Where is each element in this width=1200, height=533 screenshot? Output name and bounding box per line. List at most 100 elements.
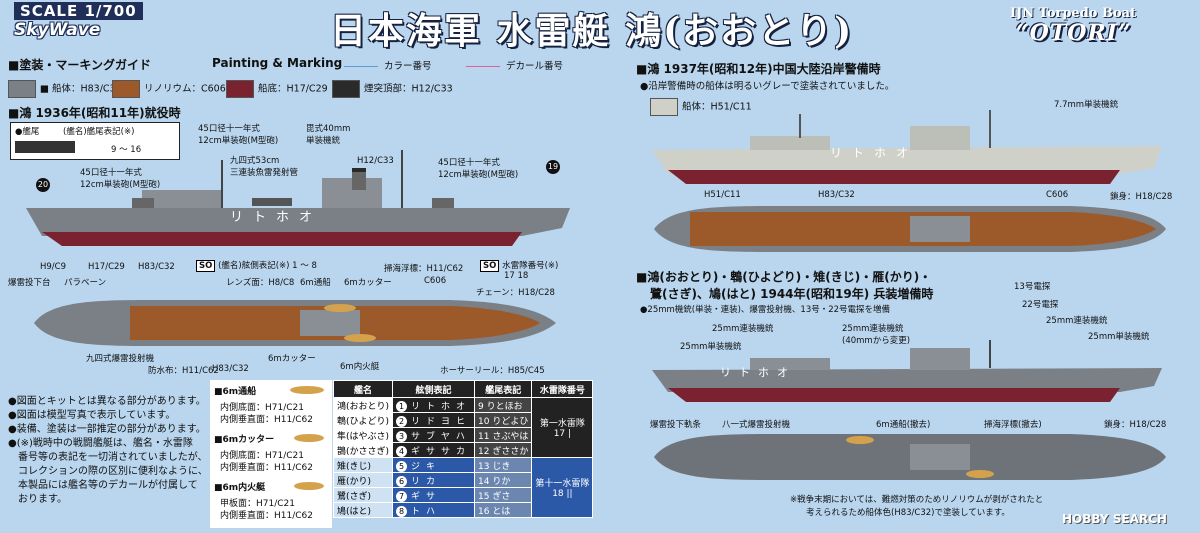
top-callout-chain: チェーン：H18/C28: [476, 288, 555, 298]
th-stern: 艦尾表記: [474, 380, 533, 398]
bridge-top-1936: [300, 310, 360, 336]
topview-1944: [654, 434, 1166, 480]
aft-house-1937: [750, 136, 830, 150]
th-name: 艦名: [332, 380, 394, 398]
top-callout-lens: レンズ面：H8/C8: [226, 278, 295, 288]
callout-25mm-twin-r: 25mm連装機銃: [1046, 316, 1108, 326]
hull-1936: [26, 208, 570, 236]
callout-type81-thrower: 八一式爆雷投射機: [722, 420, 791, 430]
decal-19-marker: 19: [546, 154, 560, 174]
callout-1937-chain: 鎖身：H18/C28: [1110, 192, 1173, 202]
profile-1937: [652, 110, 1162, 184]
bridge-top-1944: [910, 444, 970, 470]
note-5: 番号等の表記を一切消されていましたが、: [8, 452, 208, 463]
legend-decal-number: デカール番号: [466, 58, 563, 72]
callout-gun-fwd: 45口径十一年式 12cm単装砲(M型砲): [80, 168, 161, 190]
callout-1944-chain: 鎖身：H18/C28: [1104, 420, 1167, 430]
callout-13-radar: 13号電探: [1014, 282, 1051, 292]
funnel-1936: [352, 170, 366, 190]
section-1944-title-1: ■鴻(おおとり)・鵯(ひよどり)・雉(きじ)・雁(かり)・: [636, 270, 932, 284]
callout-bottom-h17: H17/C29: [88, 262, 125, 272]
top-callout-6m-boat: 6m通船: [300, 278, 331, 288]
boat-top-1936-a: [324, 304, 356, 312]
launch-icon: [294, 482, 324, 490]
boat-top-1936-b: [344, 334, 376, 342]
division-number-note: SO 水雷隊番号(※)17 18: [480, 259, 558, 281]
top-callout-paravane: パラベーン: [64, 278, 107, 288]
topview-1937: [654, 206, 1166, 252]
callout-dc-rail: 爆雷投下軌条: [650, 420, 702, 430]
top-callout-thrower: 九四式爆雷投射機: [86, 354, 155, 364]
callout-gun-mid: 45口径十一年式 12cm単装砲(M型砲): [198, 124, 279, 146]
hull-text-1937: リトホオ: [830, 146, 919, 160]
cutter-icon: [294, 434, 324, 442]
decal-20-marker: 20: [36, 172, 50, 192]
english-subtitle: IJN Torpedo Boat: [1010, 6, 1137, 21]
legend-decal-line: [466, 66, 500, 67]
section-1944-sub: ●25mm機銃(単装・連装)、爆雷投射機、13号・22号電探を増備: [640, 305, 891, 315]
boat-6m-line1: 内側底面：H71/C21: [220, 403, 304, 413]
bottom-1936: [42, 232, 522, 246]
hull-text-1936: リトホオ: [230, 210, 323, 225]
side-name-note: SO (艦名)舷側表記(※) 1 ～ 8: [196, 259, 317, 272]
callout-mine-float: 掃海浮標：H11/C62: [384, 264, 464, 274]
stern-box-label: ●艦尾: [15, 127, 40, 137]
callout-torpedo: 九四式53cm 三連装魚雷発射管: [230, 156, 299, 178]
scale-label: SCALE 1/700: [14, 2, 143, 20]
torpedo-tube-1936: [252, 198, 292, 206]
callout-22-radar: 22号電探: [1022, 300, 1059, 310]
swatch-bottom: 船底：H17/C29: [226, 80, 328, 98]
launch-line1: 甲板面：H71/C21: [220, 499, 295, 509]
gun-fwd-1936: [432, 198, 454, 208]
callout-25mm-twin-mid: 25mm連装機銃: [842, 324, 904, 334]
gun-aft-1936: [132, 198, 154, 208]
launch-line2: 内側垂直面：H11/C62: [220, 511, 313, 521]
boat-6m-line2: 内側垂直面：H11/C62: [220, 415, 313, 425]
bridge-1944: [910, 348, 970, 370]
callout-25mm-twin-mid2: (40mmから変更): [842, 336, 911, 346]
callout-25mm-single-l: 25mm単装機銃: [680, 342, 742, 352]
swatch-1937: 船体：H51/C11: [650, 98, 752, 116]
profile-1944: [652, 340, 1162, 402]
note-7: 本製品には艦名等のデカールが付属して: [8, 480, 198, 491]
top-callout-c606: C606: [424, 276, 447, 286]
section-1944-title-2: 鷺(さぎ)、鳩(はと) 1944年(昭和19年) 兵装増備時: [650, 287, 934, 301]
launch-title: ■6m内火艇: [214, 483, 266, 493]
bottom-1944: [668, 388, 1120, 402]
callout-1937-c606: C606: [1046, 190, 1069, 200]
boat-6m-icon: [290, 386, 324, 394]
stern-decal-sample: [15, 141, 75, 153]
swatch-funnel-top: 煙突頂部：H12/C33: [332, 80, 453, 98]
callout-h51: H51/C11: [704, 190, 741, 200]
th-division: 水雷隊番号: [531, 380, 594, 398]
swatch-bottom-chip: [226, 80, 254, 98]
callout-boat-removed: 6m通船(撤去): [876, 420, 931, 430]
guide-heading-en: Painting & Marking: [212, 56, 343, 70]
callout-funnel: H12/C33: [357, 156, 394, 166]
top-callout-6m-cutter: 6mカッター: [344, 278, 392, 288]
swatch-funnel-chip: [332, 80, 360, 98]
cutter-line1: 内側底面：H71/C21: [220, 451, 304, 461]
top-callout-cutter2: 6mカッター: [268, 354, 316, 364]
aft-house-1936: [142, 190, 222, 208]
hull-1937: [652, 146, 1162, 174]
cutter-title: ■6mカッター: [214, 435, 275, 445]
callout-25mm-twin-top: 25mm連装機銃: [712, 324, 774, 334]
brand-logo: SkyWave: [14, 20, 101, 40]
callout-bottom-h83: H83/C32: [138, 262, 175, 272]
legend-color-code: カラー番号: [344, 58, 432, 72]
note-2: ●図面は模型写真で表示しています。: [8, 410, 176, 421]
callout-mine-removed: 掃海浮標(撤去): [984, 420, 1042, 430]
swatch-linoleum-chip: [112, 80, 140, 98]
stern-marking-box: ●艦尾 (艦名)艦尾表記(※) 9 ～ 16: [10, 122, 180, 160]
callout-40mm: 毘式40mm 単装機銃: [306, 124, 351, 146]
swatch-hull: ■ 船体：H83/C32: [8, 80, 122, 98]
english-ship-name: “OTORI”: [1016, 20, 1132, 46]
section-1937-sub: ●沿岸警備時の船体は明るいグレーで塗装されていました。: [640, 81, 895, 92]
cutter-line2: 内側垂直面：H11/C62: [220, 463, 313, 473]
